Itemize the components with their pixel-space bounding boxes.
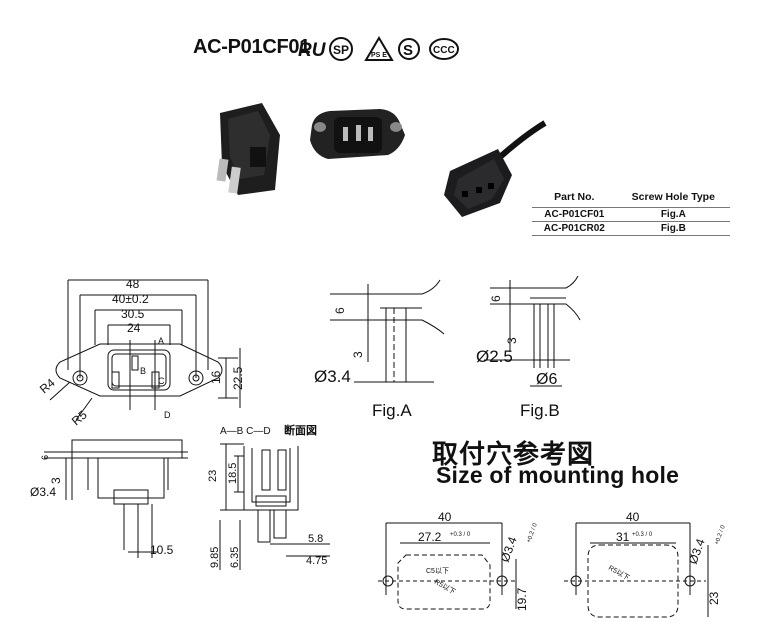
mounting-title-en: Size of mounting hole xyxy=(436,462,680,488)
table-cell: Fig.B xyxy=(616,221,730,236)
section-dim-23: 23 xyxy=(207,470,219,482)
svg-text:CCC: CCC xyxy=(433,45,455,56)
table-header-part-no: Part No. xyxy=(554,191,595,203)
mount-left-dim-27-2: 27.2 xyxy=(418,530,442,544)
side-dim-10-5: 10.5 xyxy=(150,543,174,557)
section-dim-6-35: 6.35 xyxy=(229,547,241,568)
fig-b-dim-6: 6 xyxy=(489,295,503,302)
dim-24: 24 xyxy=(127,321,141,335)
mount-left-dim-40: 40 xyxy=(438,510,452,524)
pse-icon: PS E xyxy=(364,36,394,61)
mount-right-dia-tol: +0.2 / 0 xyxy=(714,524,727,546)
svg-text:PS E: PS E xyxy=(371,52,387,59)
dim-r5: R5 xyxy=(69,408,90,429)
fig-a-drawing: 6 3 Ø3.4 Fig.A xyxy=(314,279,445,420)
dim-40: 40±0.2 xyxy=(112,292,149,306)
fig-b-drawing: 6 3 Ø2.5 Ø6 Fig.B xyxy=(476,275,581,420)
side-dim-3: 3 xyxy=(49,477,63,484)
dim-r4: R4 xyxy=(37,376,58,397)
mounting-hole-left-drawing: 40 27.2 +0.3 / 0 Ø3.4 +0.2 / 0 19.7 C5以下… xyxy=(378,510,539,611)
semko-icon: S xyxy=(398,38,420,60)
mount-right-dim-dia: Ø3.4 xyxy=(686,536,708,566)
fig-b-dim-dia2: Ø6 xyxy=(536,371,557,388)
dim-16: 16 xyxy=(209,370,223,384)
mount-right-dim-23: 23 xyxy=(707,591,721,605)
mount-left-tol: +0.3 / 0 xyxy=(450,532,471,538)
part-number-title: AC-P01CF01 xyxy=(193,36,311,58)
section-title-cn: 断面図 xyxy=(284,423,317,437)
fig-b-dim-dia: Ø2.5 xyxy=(476,347,513,366)
section-dim-5-8: 5.8 xyxy=(308,533,323,545)
section-dim-4-75: 4.75 xyxy=(306,555,327,567)
svg-text:S: S xyxy=(403,42,413,59)
ul-recognized-icon: RU xyxy=(298,40,327,61)
label-a: A xyxy=(158,336,164,346)
mount-right-dim-40: 40 xyxy=(626,510,640,524)
fig-b-dim-3: 3 xyxy=(505,337,519,344)
fig-a-dim-dia: Ø3.4 xyxy=(314,367,351,386)
fig-a-label: Fig.A xyxy=(372,401,412,420)
mount-left-dim-dia: Ø3.4 xyxy=(498,534,520,564)
mount-left-c5: C5以下 xyxy=(426,567,449,575)
label-d: D xyxy=(164,410,171,420)
fig-b-label: Fig.B xyxy=(520,401,560,420)
section-title-prefix: A—B C—D xyxy=(220,426,271,437)
section-dim-18-5: 18.5 xyxy=(227,463,239,484)
svg-text:RU: RU xyxy=(298,40,327,61)
socket-rear-photo xyxy=(216,103,280,195)
label-c: C xyxy=(158,376,165,386)
side-dim-6: 6 xyxy=(40,455,50,460)
dim-30-5: 30.5 xyxy=(121,307,145,321)
front-view-drawing: 48 40±0.2 30.5 24 16 22.5 R4 R5 A B C D xyxy=(37,277,245,429)
table-header-screw-hole: Screw Hole Type xyxy=(631,191,715,203)
side-view-drawing: 6 3 Ø3.4 10.5 xyxy=(30,439,188,558)
table-row: AC-P01CR02 Fig.B xyxy=(532,221,730,236)
section-view-drawing: A—B C—D 断面図 23 18.5 9.85 6.35 5.8 4.75 xyxy=(207,423,330,570)
fig-a-dim-6: 6 xyxy=(333,307,347,314)
table-cell: AC-P01CF01 xyxy=(532,207,617,222)
mount-right-dim-31: 31 xyxy=(616,530,630,544)
mount-left-dim-19-7: 19.7 xyxy=(515,587,529,611)
mount-right-tol: +0.3 / 0 xyxy=(632,532,653,538)
section-dim-9-85: 9.85 xyxy=(209,547,221,568)
socket-front-photo xyxy=(310,109,405,159)
mount-left-dia-tol: +0.2 / 0 xyxy=(526,522,539,544)
svg-text:SP: SP xyxy=(333,43,349,57)
dim-48: 48 xyxy=(126,277,140,291)
product-photos xyxy=(216,103,547,217)
table-cell: AC-P01CR02 xyxy=(532,221,617,236)
table-row: AC-P01CF01 Fig.A xyxy=(532,207,730,222)
power-cord-connector-photo xyxy=(444,120,547,217)
mount-right-r5: R5以下 xyxy=(607,564,631,582)
csa-icon: SP xyxy=(329,37,353,61)
fig-a-dim-3: 3 xyxy=(351,351,365,358)
table-cell: Fig.A xyxy=(616,207,730,222)
dim-22-5: 22.5 xyxy=(231,366,245,390)
certification-marks: RU SP PS E S CCC xyxy=(298,36,459,61)
label-b: B xyxy=(140,366,146,376)
mounting-hole-right-drawing: 40 31 +0.3 / 0 Ø3.4 +0.2 / 0 23 R5以下 xyxy=(564,510,727,618)
side-dim-dia: Ø3.4 xyxy=(30,485,56,499)
ccc-icon: CCC xyxy=(429,38,459,60)
part-number-table: Part No. Screw Hole Type AC-P01CF01 Fig.… xyxy=(532,190,730,236)
mounting-title-cn: 取付穴参考図 xyxy=(432,440,595,470)
